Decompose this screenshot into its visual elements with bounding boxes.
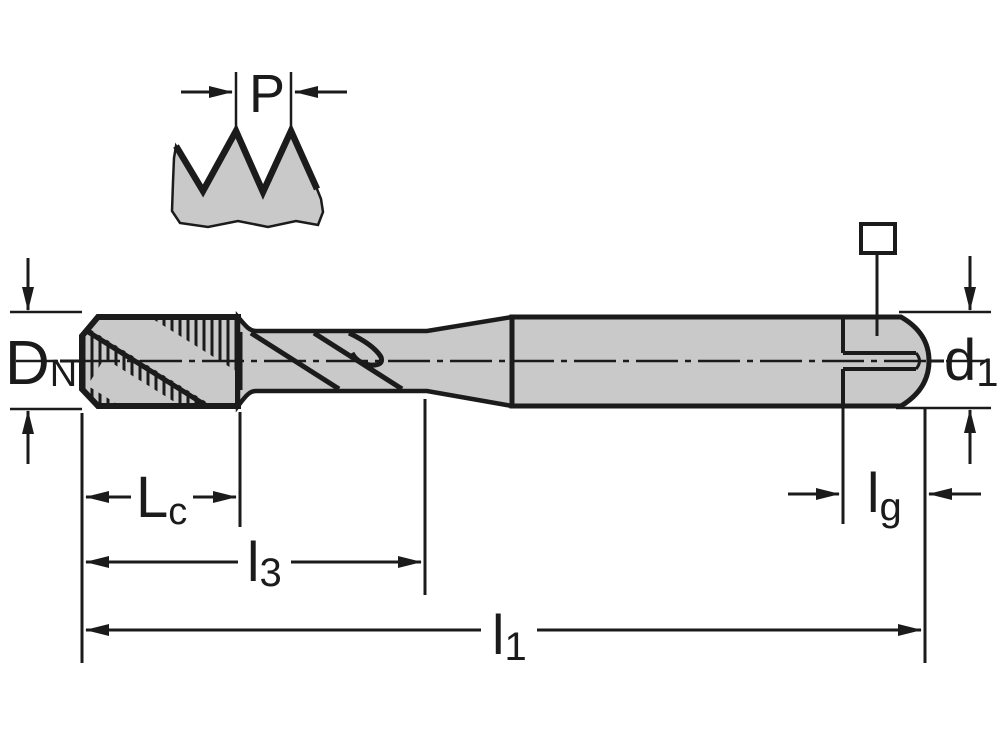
dimension-chamfer-length: Lc [85,465,237,533]
overall-length-label: l1 [492,603,527,669]
flute-band-2 [87,358,221,406]
dimension-square-length: lg [788,461,981,529]
nominal-diameter-label: DN [5,329,77,398]
thread-profile-detail: P [170,64,347,229]
extension-lines [80,399,927,663]
thread-length-label: l3 [247,530,282,595]
shank-diameter-label: d1 [944,328,999,395]
chamfer-length-label: Lc [136,465,187,533]
tap-body [16,222,992,413]
profile-zigzag-edge [173,123,320,200]
pitch-label: P [249,64,285,124]
square-length-label: lg [867,461,902,529]
dimension-overall-length: l1 [85,603,922,669]
dimension-shank-diameter: d1 [896,256,999,464]
dimension-thread-length: l3 [85,530,422,595]
dimension-nominal-diameter: DN [5,258,82,464]
square-drive-symbol [859,222,897,255]
flute-band-1 [82,317,238,406]
